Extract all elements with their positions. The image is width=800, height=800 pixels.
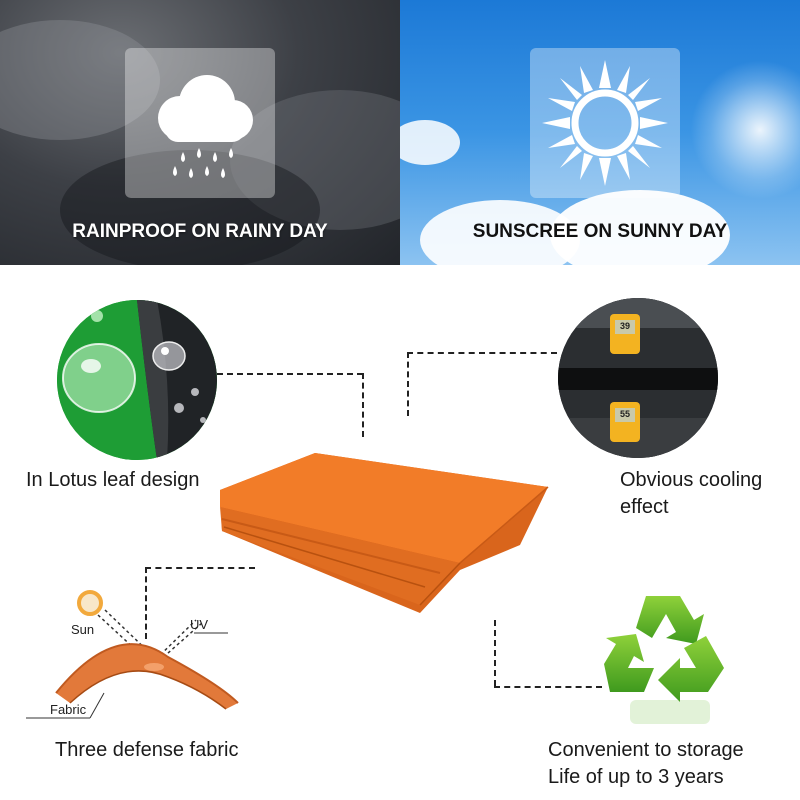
fabric-diagram (26, 590, 239, 719)
sun-glare (690, 60, 800, 200)
storage-caption-line1: Convenient to storage (548, 739, 744, 761)
uv-label: UV (190, 617, 209, 632)
sunny-day-banner: SUNSCREE ON SUNNY DAY (400, 0, 800, 265)
rain-icon-tile (125, 48, 275, 198)
connector-line-cooling (407, 352, 557, 354)
thermometer-reading-bottom: 55 (619, 409, 630, 419)
cooling-caption-line1: Obvious cooling (620, 469, 763, 491)
rainproof-label: RAINPROOF ON RAINY DAY (72, 221, 328, 242)
cooling-caption: Obvious cooling effect (620, 467, 762, 521)
rainy-day-banner: RAINPROOF ON RAINY DAY (0, 0, 400, 265)
white-cloud (550, 190, 730, 265)
sun-circle-icon (77, 590, 103, 616)
storm-cloud (60, 150, 320, 265)
fabric-caption: Three defense fabric (55, 739, 239, 761)
water-drop-image (57, 300, 217, 460)
sunscreen-label: SUNSCREE ON SUNNY DAY (472, 221, 728, 242)
sun-icon-tile (530, 48, 680, 198)
rain-cloud-icon (158, 75, 253, 178)
storm-cloud (0, 20, 160, 140)
thermometer-image (558, 298, 718, 458)
lotus-leaf-circle (57, 300, 217, 460)
connector-line-storage (494, 686, 602, 688)
connector-line-lotus (217, 373, 363, 375)
recycle-icon (604, 596, 724, 724)
cooling-effect-circle: 39 55 (558, 298, 718, 458)
sun-icon (542, 60, 668, 186)
cooling-caption-line2: effect (620, 496, 669, 518)
sun-label: Sun (71, 622, 95, 637)
connector-line-storage (494, 620, 496, 686)
lotus-leaf-caption: In Lotus leaf design (26, 469, 200, 491)
connector-line-fabric (145, 567, 255, 569)
fabric-label: Fabric (50, 702, 87, 717)
storm-cloud (230, 90, 400, 230)
thermometer-reading-top: 39 (619, 321, 630, 331)
connector-line-cooling (407, 352, 409, 416)
white-cloud (400, 120, 460, 165)
connector-line-fabric (145, 567, 147, 639)
folded-tarp-image (220, 453, 549, 613)
storage-caption: Convenient to storage Life of up to 3 ye… (548, 737, 744, 791)
connector-line-lotus (362, 373, 364, 437)
storage-caption-line2: Life of up to 3 years (548, 766, 724, 788)
